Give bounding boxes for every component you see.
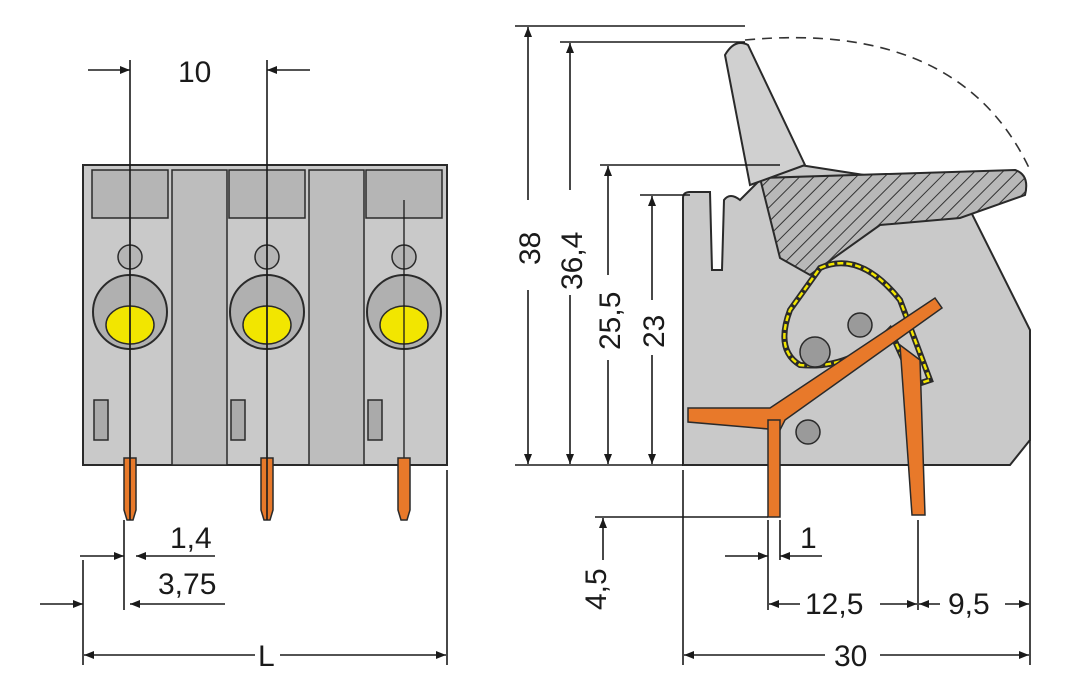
pole-separator <box>171 169 228 466</box>
dim-pin-spacing: 12,5 <box>805 588 863 621</box>
rear-contact <box>899 343 926 516</box>
front-view: 10 1,4 3,75 L <box>40 56 448 673</box>
dim-height-body: 23 <box>638 315 671 348</box>
pole-separator <box>308 169 365 466</box>
dim-length: L <box>258 640 275 673</box>
dim-height-open: 38 <box>514 232 547 265</box>
test-hole <box>795 419 821 445</box>
latch <box>230 399 246 441</box>
dim-pin-length: 4,5 <box>580 568 613 610</box>
latch <box>93 399 109 441</box>
lever-swing-arc <box>744 36 1031 171</box>
solder-pin-front <box>767 419 781 518</box>
busbar <box>687 296 944 431</box>
solder-pin <box>397 457 411 521</box>
dim-rear-offset: 9,5 <box>948 588 990 621</box>
latch <box>367 399 383 441</box>
dim-height-lever: 36,4 <box>556 232 589 290</box>
dim-pin-offset: 3,75 <box>158 568 216 601</box>
dim-pin-thickness: 1 <box>800 522 817 555</box>
dim-pin-width: 1,4 <box>170 522 212 555</box>
dim-depth: 30 <box>834 640 867 673</box>
lever-closed <box>758 168 1028 277</box>
dim-pitch: 10 <box>178 56 211 89</box>
dim-height-closed: 25,5 <box>594 292 627 350</box>
rivet-1 <box>799 336 831 368</box>
rivet-2 <box>847 312 873 338</box>
lever-open <box>723 42 807 187</box>
side-view: 38 36,4 25,5 23 4,5 1 12,5 9,5 30 <box>514 25 1031 673</box>
